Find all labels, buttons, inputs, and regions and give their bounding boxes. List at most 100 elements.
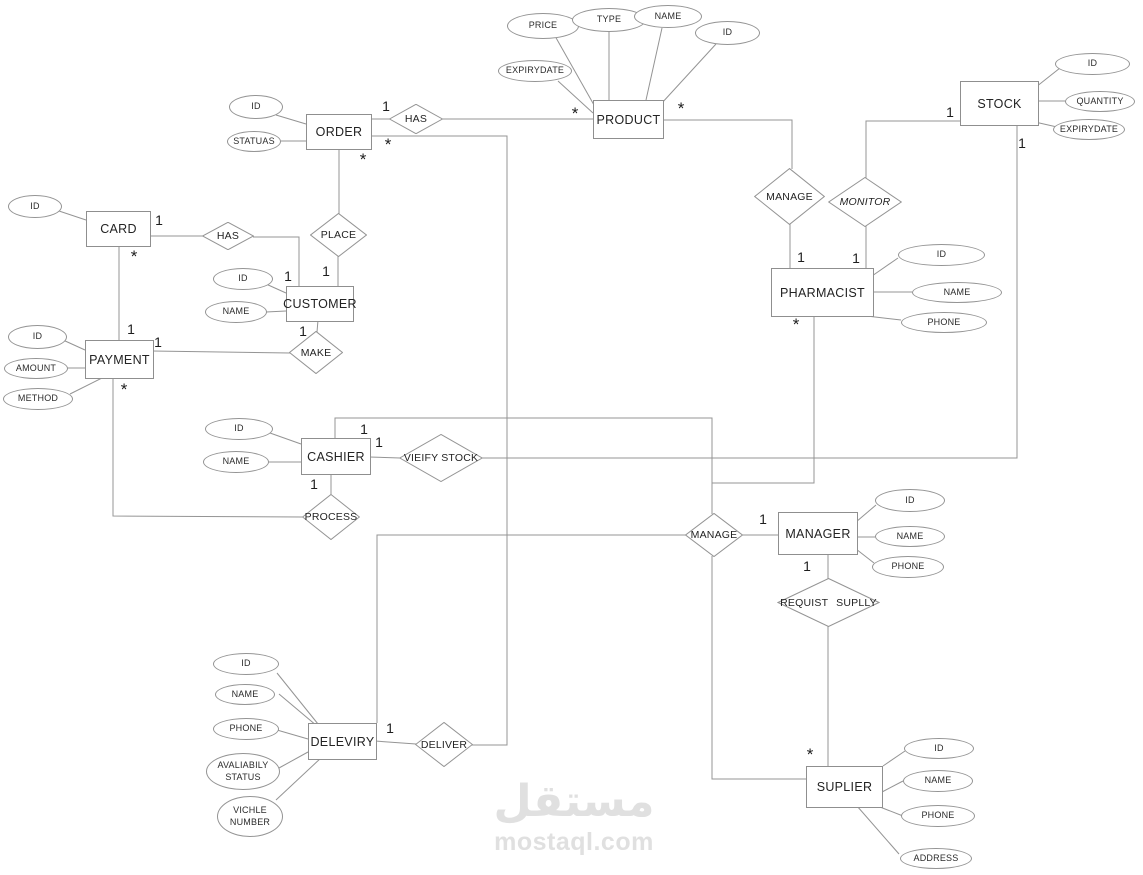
line-product-manage [662, 119, 793, 169]
cardinality-suplier-requist: * [806, 745, 814, 765]
cardinality-cashier-vieify: 1 [375, 434, 383, 450]
attr-manager-name: NAME [875, 526, 945, 547]
attr-line-product-expirydate [557, 80, 594, 114]
cardinality-pharmacist-monitor: 1 [852, 250, 860, 266]
attr-pharmacist-name: NAME [912, 282, 1002, 303]
entity-product: PRODUCT [593, 100, 664, 139]
relationship-place: PLACE [310, 213, 367, 257]
line-stock-monitor [865, 120, 960, 178]
attr-payment-amount: AMOUNT [4, 358, 68, 379]
cardinality-manager-manage: 1 [759, 511, 767, 527]
attr-line-deleviry-phone [276, 729, 309, 740]
line-manage-suplier [711, 556, 806, 780]
cardinality-pharmacist-manage: 1 [797, 249, 805, 265]
attr-order-statuas: STATUAS [227, 131, 281, 152]
cardinality-deleviry-deliver: 1 [386, 720, 394, 736]
attr-line-product-id [660, 43, 717, 105]
attr-line-pharmacist-id [871, 257, 899, 277]
attr-pharmacist-phone: PHONE [901, 312, 987, 333]
line-manage-deleviry [376, 534, 686, 723]
attr-line-card-id [58, 210, 87, 221]
attr-customer-id: ID [213, 268, 273, 290]
relationship-deliver: DELIVER [415, 722, 473, 767]
attr-deleviry-avaliabily-status: AVALIABILY STATUS [206, 753, 280, 790]
relationship-label: HAS [404, 113, 428, 125]
attr-line-deleviry-avail [278, 751, 309, 769]
cardinality-order-deliver: * [384, 135, 392, 155]
attr-deleviry-vichle-number: VICHLE NUMBER [217, 796, 283, 837]
cardinality-payment-card: 1 [127, 321, 135, 337]
entity-suplier: SUPLIER [806, 766, 883, 808]
line-vieify-stock [482, 124, 1018, 459]
attr-deleviry-id: ID [213, 653, 279, 675]
cardinality-order-place: * [359, 150, 367, 170]
relationship-label: PROCESS [304, 511, 358, 523]
attr-line-cashier-id [269, 432, 302, 445]
watermark-arabic: مستقل [493, 776, 655, 827]
attr-product-price: PRICE [507, 13, 579, 39]
relationship-vieify-stock: VIEIFY STOCK [399, 434, 483, 482]
attr-line-deleviry-vichle [275, 756, 323, 801]
attr-stock-id: ID [1055, 53, 1130, 75]
attr-line-customer-id [265, 283, 287, 294]
cardinality-order-has: 1 [382, 98, 390, 114]
relationship-label: MANAGE [690, 529, 738, 541]
relationship-label: MANAGE [766, 190, 813, 203]
relationship-make: MAKE [289, 331, 343, 374]
attr-product-expirydate: EXPIRYDATE [498, 60, 572, 82]
attr-line-suplier-phone [879, 806, 904, 817]
relationship-manage-manager: MANAGE [685, 513, 743, 557]
attr-line-product-price [554, 35, 595, 106]
cardinality-card-payment: * [130, 247, 138, 267]
attr-suplier-id: ID [904, 738, 974, 759]
attr-suplier-phone: PHONE [901, 805, 975, 827]
line-cashier-manage [334, 417, 713, 514]
cardinality-pharmacist-managed: * [792, 315, 800, 335]
attr-line-payment-method [69, 375, 107, 395]
relationship-has-customer-card: HAS [202, 222, 254, 250]
attr-line-customer-name [265, 310, 287, 313]
line-payment-process [112, 377, 304, 518]
attr-stock-quantity: QUANTITY [1065, 91, 1135, 112]
line-pharmacist-manage [712, 315, 815, 484]
cardinality-card-has: 1 [155, 212, 163, 228]
cardinality-cashier-process: 1 [310, 476, 318, 492]
attr-line-product-name [645, 27, 663, 101]
attr-line-manager-phone [855, 548, 875, 564]
attr-line-deleviry-name [278, 693, 318, 727]
cardinality-payment-make: 1 [154, 334, 162, 350]
attr-manager-id: ID [875, 489, 945, 512]
line-customer-make [316, 319, 319, 333]
cardinality-payment-process: * [120, 380, 128, 400]
line-deliver-order [370, 135, 508, 746]
attr-payment-id: ID [8, 325, 67, 349]
attr-line-order-id [275, 114, 307, 125]
attr-stock-expirydate: EXPIRYDATE [1053, 119, 1125, 140]
relationship-label: MONITOR [839, 196, 891, 208]
attr-product-id: ID [695, 21, 760, 45]
attr-product-name: NAME [634, 5, 702, 28]
entity-order: ORDER [306, 114, 372, 150]
cardinality-stock-monitor: 1 [946, 104, 954, 120]
relationship-label: REQUIST SUPLLY [780, 596, 877, 609]
attr-customer-name: NAME [205, 301, 267, 323]
attr-product-type: TYPE [572, 8, 646, 32]
attr-pharmacist-id: ID [898, 244, 985, 266]
cardinality-product-has: * [571, 104, 579, 124]
cardinality-product-manage: * [677, 99, 685, 119]
attr-manager-phone: PHONE [872, 556, 944, 578]
attr-line-deleviry-id [276, 672, 319, 725]
attr-line-suplier-address [856, 805, 900, 855]
relationship-manage-pharmacist: MANAGE [754, 168, 825, 225]
relationship-label: HAS [216, 230, 240, 242]
attr-line-suplier-id [882, 750, 906, 767]
line-has-customer [253, 236, 300, 286]
attr-deleviry-phone: PHONE [213, 718, 279, 740]
attr-payment-method: METHOD [3, 388, 73, 410]
attr-line-manager-id [855, 504, 877, 523]
relationship-label: DELIVER [420, 738, 468, 751]
line-cashier-vieify [368, 456, 401, 459]
cardinality-customer-has: 1 [284, 268, 292, 284]
